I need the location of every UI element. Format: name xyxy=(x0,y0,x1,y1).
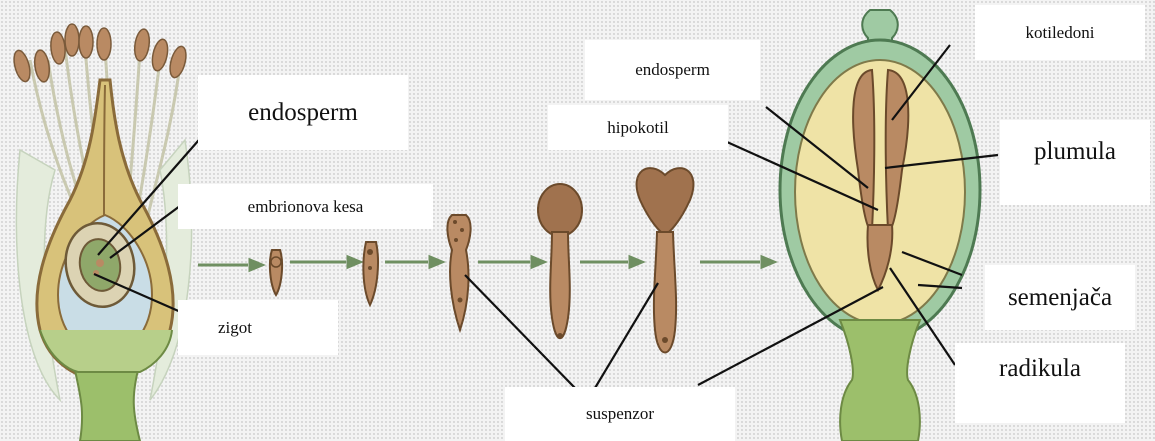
label-kotiledoni: kotiledoni xyxy=(975,5,1145,60)
embryo-stage-2 xyxy=(363,242,378,305)
embryo-stage-1 xyxy=(270,250,282,295)
anthers xyxy=(11,24,189,83)
embryo-stage-3 xyxy=(447,215,470,330)
label-zigot: zigot xyxy=(178,300,338,355)
label-hipokotil: hipokotil xyxy=(548,105,728,150)
embryo-stage-5 xyxy=(637,168,694,352)
label-suspenzor: suspenzor xyxy=(505,387,735,441)
development-arrows xyxy=(198,257,774,270)
label-endosperm-right: endosperm xyxy=(585,40,760,100)
seed-illustration xyxy=(780,10,980,441)
label-semenjaca: semenjača xyxy=(985,265,1135,330)
label-plumula: plumula xyxy=(1000,120,1150,205)
label-radikula: radikula xyxy=(955,343,1125,423)
label-embrionova-kesa: embrionova kesa xyxy=(178,184,433,229)
flower-illustration xyxy=(11,24,192,441)
label-endosperm-left: endosperm xyxy=(198,75,408,150)
